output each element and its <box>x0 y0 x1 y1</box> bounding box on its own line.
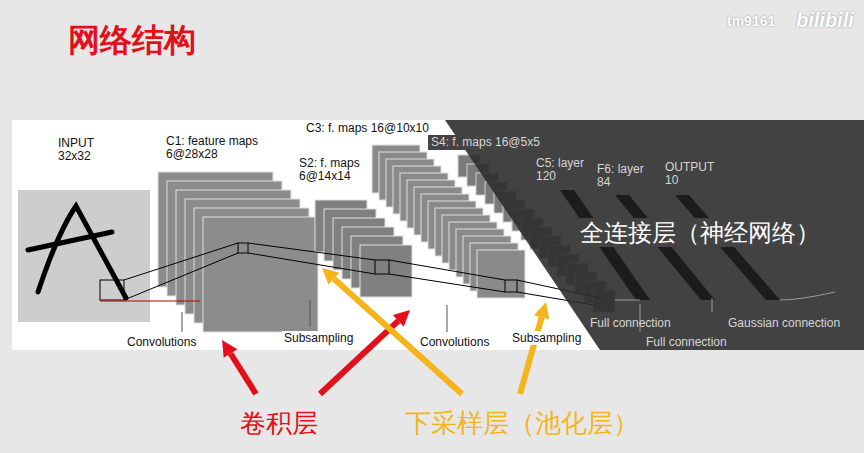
receptive-field <box>238 243 248 253</box>
receptive-field <box>375 260 389 274</box>
tick <box>712 298 713 312</box>
stage-label: Gaussian connection <box>728 316 840 330</box>
layer-heading: INPUT 32x32 <box>55 136 105 164</box>
stage-label: Subsampling <box>510 331 583 345</box>
stage-label: Convolutions <box>125 335 198 349</box>
callout-arrow <box>320 310 410 394</box>
stage-label: Convolutions <box>418 335 491 349</box>
layer-label: C3: f. maps 16@10x10 <box>306 122 429 135</box>
callout-arrow <box>520 302 549 394</box>
callout-label: 下采样层（池化层） <box>405 408 639 439</box>
arrow-head <box>393 310 410 327</box>
layer-heading: C5: layer 120 <box>533 156 593 184</box>
overlay-caption: 全连接层（神经网络） <box>578 218 822 247</box>
layer-heading: C1: feature maps 6@28x28 <box>163 134 273 162</box>
stage-label: Full connection <box>646 335 727 349</box>
projection-line <box>389 274 505 292</box>
arrow-head <box>222 340 237 358</box>
tick <box>447 305 448 332</box>
watermark: tm9161 <box>727 13 775 30</box>
tick <box>310 300 311 327</box>
layer-label: C5: layer 120 <box>536 157 590 183</box>
section-ticks <box>182 300 447 332</box>
layer-heading: S2: f. maps 6@14x14 <box>296 156 370 184</box>
arrow-shaft <box>231 354 257 395</box>
red-underline <box>100 301 200 302</box>
layer-label: C1: feature maps 6@28x28 <box>166 135 270 161</box>
layer-heading: F6: layer 84 <box>594 162 652 190</box>
layer-label: S2: f. maps 6@14x14 <box>299 157 367 183</box>
letter-stroke <box>28 232 112 250</box>
arrow-shaft <box>520 317 542 394</box>
tick <box>182 312 183 332</box>
gaussian-line <box>780 292 835 300</box>
feature-map-stack <box>158 172 318 332</box>
arrow-head <box>322 268 339 285</box>
feature-map <box>360 245 412 297</box>
feature-map <box>477 250 525 298</box>
projection-line <box>248 253 375 274</box>
callout-label: 卷积层 <box>240 408 318 439</box>
layer-heading: OUTPUT 10 <box>662 160 720 188</box>
slide-title: 网络结构 <box>68 20 196 60</box>
arrow-head <box>534 302 549 320</box>
connection-line <box>615 300 640 301</box>
projection-line <box>124 243 238 280</box>
input-image <box>18 190 150 322</box>
figure-band <box>12 120 864 350</box>
feature-map-stack <box>315 200 412 297</box>
stage-label: Subsampling <box>282 331 355 345</box>
receptive-field <box>100 280 124 300</box>
dark-overlay <box>445 120 864 350</box>
layer-band <box>675 195 780 300</box>
layer-heading: S4: f. maps 16@5x5 <box>428 135 543 150</box>
callout-arrow <box>222 340 256 394</box>
layer-label: S4: f. maps 16@5x5 <box>431 136 540 149</box>
layer-label: F6: layer 84 <box>597 163 649 189</box>
watermark-logo: bilibili <box>796 8 854 32</box>
projection-line <box>248 243 375 260</box>
receptive-field <box>505 280 517 292</box>
projection-line <box>124 253 238 300</box>
stage-label: Full connection <box>590 316 671 330</box>
layer-heading: C3: f. maps 16@10x10 <box>303 121 432 136</box>
layer-label: INPUT 32x32 <box>58 137 102 163</box>
layer-label: OUTPUT 10 <box>665 161 717 187</box>
letter-stroke <box>38 206 126 298</box>
feature-map <box>203 217 318 332</box>
